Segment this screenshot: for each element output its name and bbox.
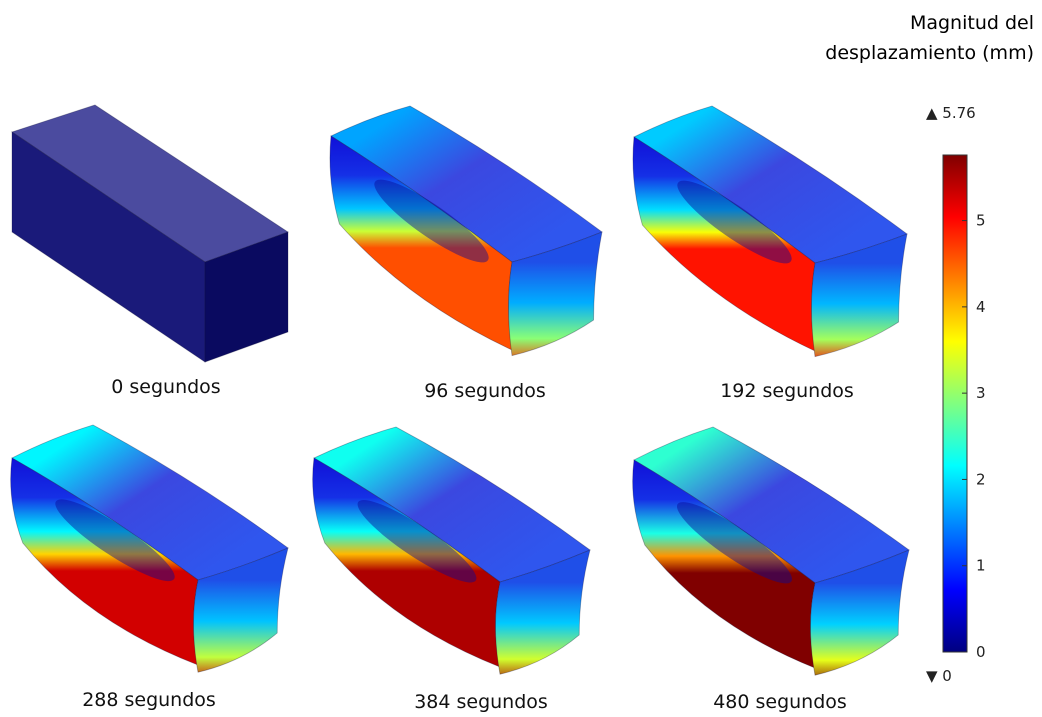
colorbar-max-label: ▲ 5.76 (926, 104, 976, 122)
colorbar: 0 1 2 3 4 5 (942, 154, 986, 661)
low-displacement-shading (677, 180, 792, 264)
panel-caption-4: 384 segundos (414, 691, 548, 713)
block-side-face (810, 549, 910, 676)
colorbar-tick-label-4: 4 (976, 298, 986, 316)
colorbar-tick-label-3: 3 (976, 384, 986, 402)
block-panel-4 (312, 426, 591, 675)
block-side-face (508, 231, 603, 357)
colorbar-title-line1: Magnitud del (909, 12, 1034, 34)
block-side-face (811, 233, 908, 358)
colorbar-title-line2: desplazamiento (mm) (825, 42, 1034, 64)
colorbar-gradient (942, 154, 968, 653)
low-displacement-shading (374, 179, 489, 263)
panel-caption-3: 288 segundos (82, 689, 216, 711)
block-panel-2 (632, 105, 908, 358)
panel-caption-5: 480 segundos (713, 691, 847, 713)
block-side-face (495, 549, 591, 675)
low-displacement-shading (676, 502, 793, 584)
block-panel-1 (329, 105, 603, 357)
colorbar-min-label: ▼ 0 (926, 667, 952, 685)
block-side-face (204, 231, 289, 363)
block-panel-0 (11, 104, 289, 363)
block-panel-3 (10, 424, 289, 673)
low-displacement-shading (55, 499, 175, 582)
block-panel-5 (632, 426, 910, 676)
colorbar-tick-label-5: 5 (976, 212, 986, 230)
colorbar-tick-label-1: 1 (976, 557, 986, 575)
block-side-face (193, 547, 289, 673)
panel-caption-1: 96 segundos (424, 380, 546, 402)
colorbar-tick-label-0: 0 (976, 643, 986, 661)
colorbar-tick-label-2: 2 (976, 470, 986, 488)
panel-caption-0: 0 segundos (111, 376, 221, 398)
panel-caption-2: 192 segundos (720, 380, 854, 402)
colorbar-title: Magnitud del desplazamiento (mm) (825, 8, 1034, 68)
low-displacement-shading (357, 500, 477, 583)
